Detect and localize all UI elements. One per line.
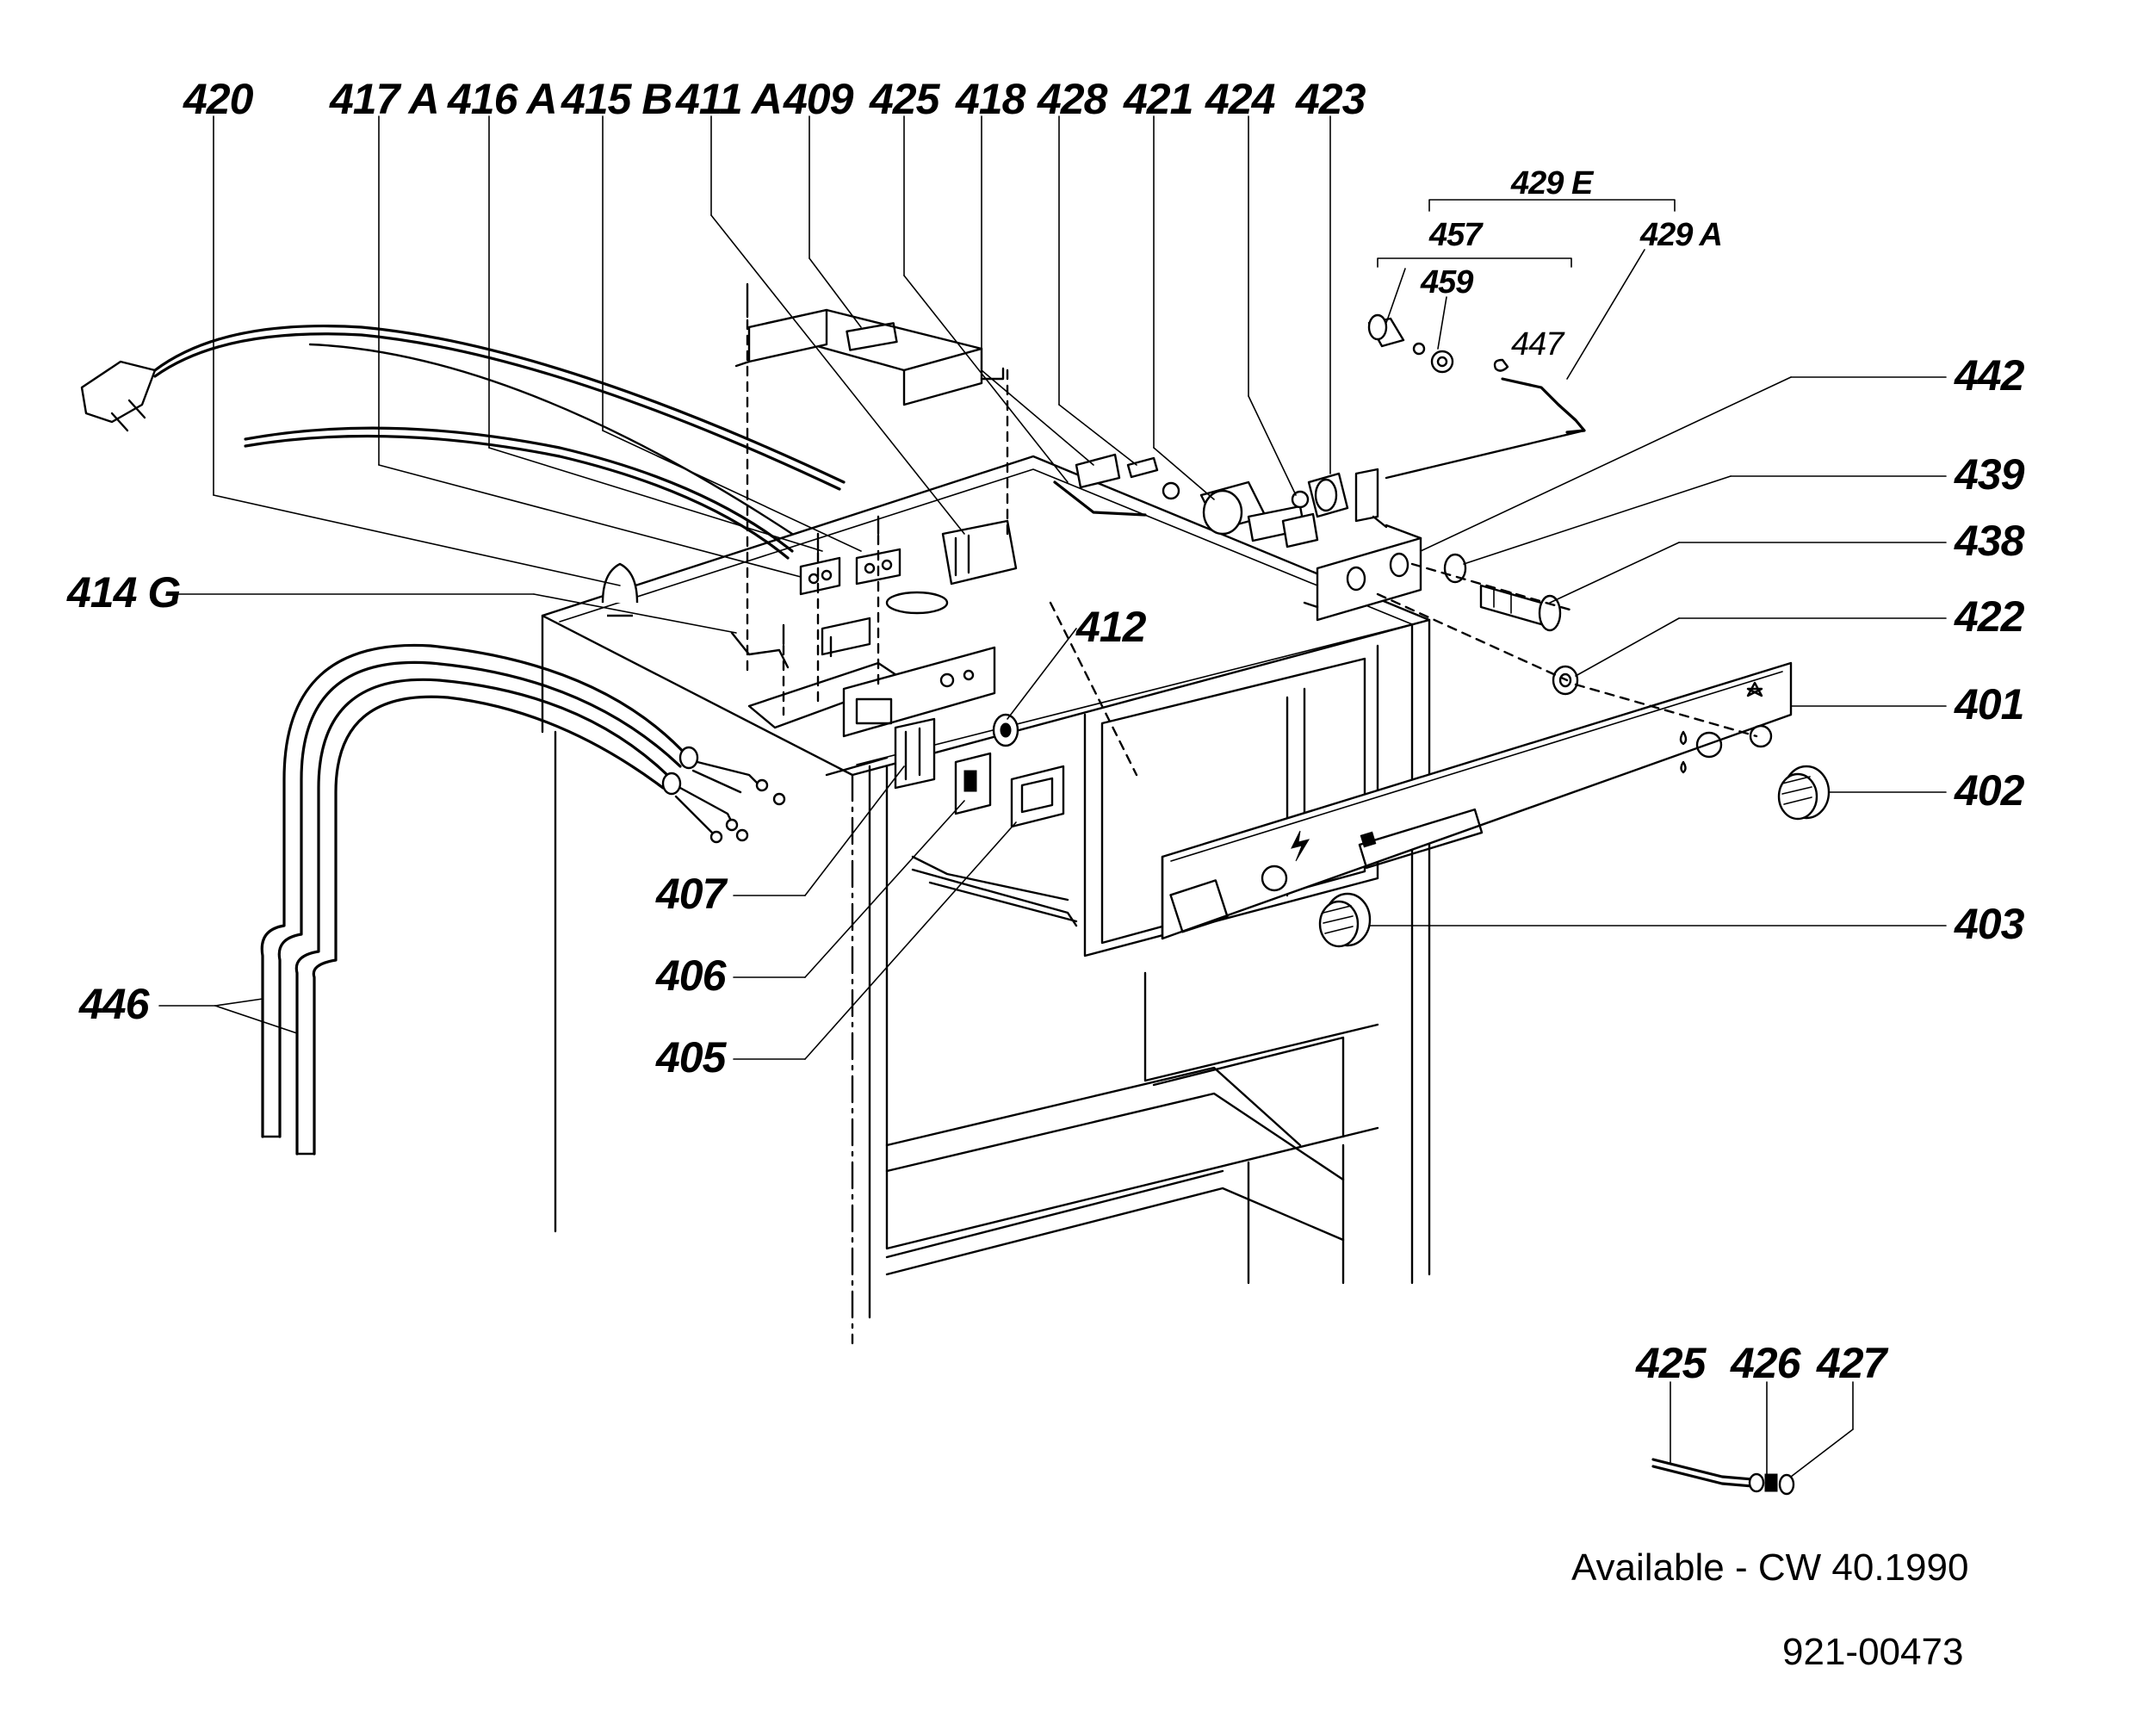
label-420: 420 (183, 75, 254, 123)
label-422: 422 (1954, 592, 2025, 641)
label-401: 401 (1954, 680, 2023, 728)
label-407: 407 (655, 870, 728, 918)
fridge-cabinet (541, 455, 1431, 1345)
power-cables (80, 324, 846, 560)
label-446: 446 (78, 980, 151, 1028)
cover-409 (734, 308, 1005, 406)
label-428: 428 (1037, 75, 1108, 123)
label-414g: 414 G (66, 568, 180, 617)
kit-429e (1367, 313, 1586, 480)
inset-pipe-fittings (1651, 1381, 1854, 1496)
label-inset-426: 426 (1730, 1339, 1802, 1387)
label-425: 425 (869, 75, 941, 123)
label-423: 423 (1295, 75, 1366, 123)
label-403: 403 (1954, 900, 2025, 948)
label-406: 406 (655, 951, 728, 1000)
label-409: 409 (783, 75, 854, 123)
gas-valve-assembly (1049, 453, 1758, 777)
control-panel (1161, 661, 1793, 940)
label-447: 447 (1511, 326, 1565, 363)
gas-knob-403 (1318, 892, 1372, 948)
label-415b: 415 B (561, 75, 672, 123)
leader-lines (158, 115, 1947, 1060)
label-418: 418 (955, 75, 1026, 123)
label-439: 439 (1954, 450, 2025, 499)
switch-components (894, 713, 1065, 828)
label-438: 438 (1954, 517, 2025, 565)
label-421: 421 (1123, 75, 1193, 123)
label-inset-425: 425 (1635, 1339, 1707, 1387)
part-labels: 420 417 A 416 A 415 B 411 A 409 425 418 … (66, 75, 2026, 1673)
thermostat-knob-402 (1777, 765, 1831, 821)
label-459: 459 (1420, 264, 1473, 301)
heater-leads (260, 643, 786, 1156)
mounting-plate (601, 282, 1018, 738)
label-429e: 429 E (1510, 165, 1595, 201)
label-442: 442 (1954, 351, 2025, 400)
label-416a: 416 A (447, 75, 557, 123)
label-417a: 417 A (329, 75, 439, 123)
label-412: 412 (1075, 603, 1147, 651)
label-411a: 411 A (675, 75, 782, 123)
label-424: 424 (1205, 75, 1275, 123)
label-405: 405 (655, 1033, 728, 1081)
drawing-number: 921-00473 (1782, 1631, 1963, 1673)
label-457: 457 (1428, 217, 1484, 253)
label-inset-427: 427 (1816, 1339, 1889, 1387)
label-402: 402 (1954, 766, 2025, 815)
label-429a: 429 A (1639, 217, 1722, 253)
availability-note: Available - CW 40.1990 (1571, 1546, 1968, 1589)
